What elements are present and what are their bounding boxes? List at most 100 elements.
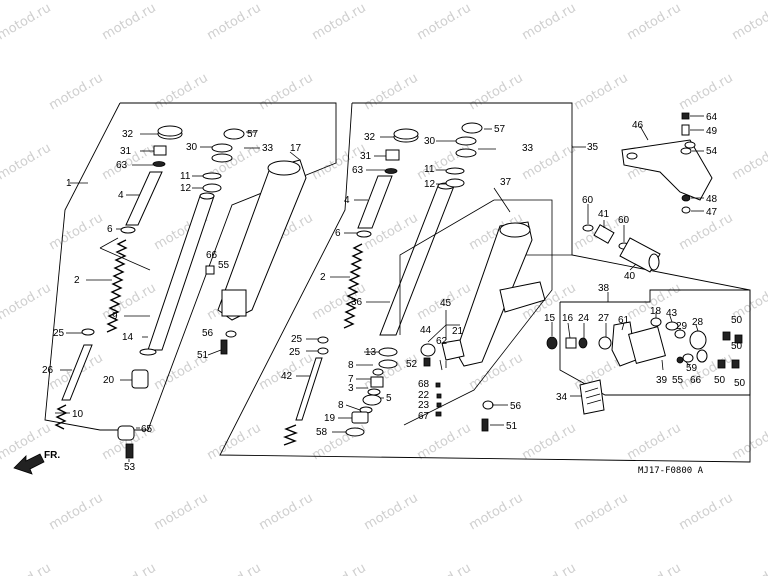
label-r46: 46 <box>632 120 644 131</box>
label-10: 10 <box>72 409 84 420</box>
watermark-text: motod.ru <box>47 491 106 534</box>
label-m7: 7 <box>348 374 354 385</box>
watermark-text: motod.ru <box>0 71 1 114</box>
part-59 <box>676 356 684 364</box>
part-68 <box>435 382 441 388</box>
bolt-64 <box>681 112 690 120</box>
seal-57 <box>223 128 245 140</box>
label-m45: 45 <box>440 298 452 309</box>
watermark-text: motod.ru <box>520 421 579 464</box>
ring-25 <box>81 328 95 336</box>
part-18 <box>650 317 662 327</box>
label-m25b: 25 <box>289 347 301 358</box>
label-66: 66 <box>206 250 218 261</box>
watermark-text: motod.ru <box>467 71 526 114</box>
label-17: 17 <box>290 143 302 154</box>
label-m3: 3 <box>348 383 354 394</box>
clip-11 <box>202 172 222 180</box>
part-47 <box>681 206 691 214</box>
bolt-31b <box>385 149 400 161</box>
label-r50d: 50 <box>734 378 746 389</box>
part-19 <box>351 411 369 424</box>
piece-20 <box>131 369 149 389</box>
ring-25c <box>317 347 329 355</box>
label-r29: 29 <box>676 321 688 332</box>
arrow-icon <box>13 453 45 475</box>
part-7 <box>370 376 384 388</box>
label-r39: 39 <box>656 375 668 386</box>
part-21 <box>441 339 465 361</box>
watermark-text: motod.ru <box>205 1 264 44</box>
part-66r <box>696 349 708 363</box>
label-30: 30 <box>186 142 198 153</box>
label-m8b: 8 <box>338 400 344 411</box>
piston-41 <box>593 224 615 244</box>
label-m12: 12 <box>424 179 436 190</box>
label-r50a: 50 <box>731 315 743 326</box>
bushing-14 <box>139 348 157 356</box>
seal-57b <box>461 122 483 134</box>
label-r54: 54 <box>706 146 718 157</box>
washer-12 <box>202 183 222 193</box>
bushing-13b <box>378 359 398 369</box>
label-m8: 8 <box>348 360 354 371</box>
label-r60b: 60 <box>618 215 630 226</box>
watermark-text: motod.ru <box>0 491 1 534</box>
label-m56: 56 <box>510 401 522 412</box>
watermark-text: motod.ru <box>730 141 768 184</box>
label-r38: 38 <box>598 283 610 294</box>
washer-54 <box>680 147 692 155</box>
watermark-text: motod.ru <box>677 71 736 114</box>
part-3 <box>367 388 381 396</box>
watermark-text: motod.ru <box>467 491 526 534</box>
label-r40: 40 <box>624 271 636 282</box>
label-m44: 44 <box>420 325 432 336</box>
label-r59: 59 <box>686 363 698 374</box>
watermark-text: motod.ru <box>0 211 1 254</box>
seal-30b <box>455 136 477 146</box>
label-63: 63 <box>116 160 128 171</box>
label-m58: 58 <box>316 427 328 438</box>
cap-65 <box>117 425 135 441</box>
seal-33 <box>211 153 233 163</box>
washer-56b <box>482 400 494 410</box>
direction-label: FR. <box>44 450 60 461</box>
label-1: 1 <box>66 178 72 189</box>
label-51: 51 <box>197 350 209 361</box>
watermark-text: motod.ru <box>415 1 474 44</box>
watermark-text: motod.ru <box>362 71 421 114</box>
watermark-text: motod.ru <box>47 71 106 114</box>
label-m25: 25 <box>291 334 303 345</box>
oring-60a <box>582 224 594 232</box>
label-r24: 24 <box>578 313 590 324</box>
label-m42: 42 <box>281 371 293 382</box>
label-m11: 11 <box>424 164 435 175</box>
label-m6: 6 <box>335 228 341 239</box>
label-m37: 37 <box>500 177 512 188</box>
part-8 <box>372 368 384 376</box>
watermark-text: motod.ru <box>415 141 474 184</box>
part-52 <box>423 357 431 367</box>
label-r34: 34 <box>556 392 568 403</box>
label-r66: 66 <box>690 375 702 386</box>
part-55r <box>682 353 694 363</box>
damper-rod-26 <box>61 344 93 401</box>
watermark-text: motod.ru <box>152 491 211 534</box>
label-r55: 55 <box>672 375 684 386</box>
oring-63 <box>152 161 166 167</box>
watermark-text: motod.ru <box>310 561 369 576</box>
watermark-text: motod.ru <box>730 421 768 464</box>
washer-6 <box>120 226 136 234</box>
label-m22: 22 <box>418 390 430 401</box>
watermark-text: motod.ru <box>310 1 369 44</box>
part-28 <box>689 330 707 350</box>
label-26: 26 <box>42 365 54 376</box>
label-r28: 28 <box>692 317 704 328</box>
label-m33: 33 <box>522 143 534 154</box>
spring-2 <box>106 239 128 333</box>
watermark-text: motod.ru <box>0 141 54 184</box>
bolt-31 <box>153 145 167 156</box>
label-m23: 23 <box>418 400 430 411</box>
